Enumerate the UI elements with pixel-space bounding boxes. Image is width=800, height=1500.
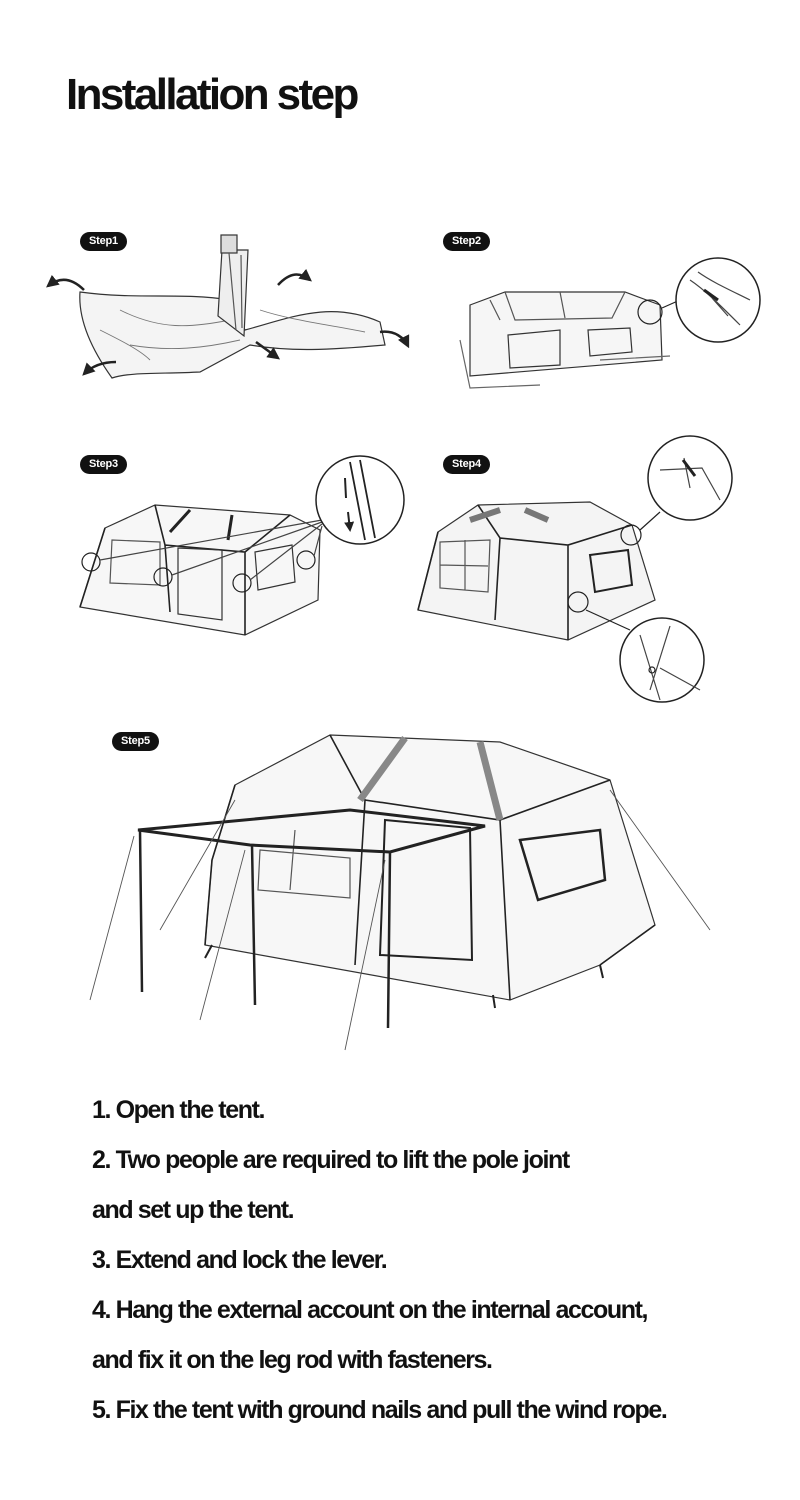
step4-badge: Step4 [443,455,490,474]
instruction-line: 2. Two people are required to lift the p… [92,1146,570,1174]
instruction-line: and fix it on the leg rod with fasteners… [92,1346,493,1374]
step3-illustration [79,455,405,636]
step3-badge: Step3 [80,455,127,474]
instruction-line: and set up the tent. [92,1196,295,1224]
instruction-line: 4. Hang the external account on the inte… [92,1296,648,1324]
instruction-list: 1. Open the tent. 2. Two people are requ… [92,1085,668,1435]
page-title: Installation step [66,70,359,119]
instruction-line: 1. Open the tent. [92,1096,265,1124]
step2-badge: Step2 [443,232,490,251]
step1-illustration [46,234,410,379]
step5-illustration [89,734,711,1051]
instruction-line: 5. Fix the tent with ground nails and pu… [92,1396,668,1424]
instruction-line: 3. Extend and lock the lever. [92,1246,388,1274]
installation-diagram [46,234,761,1051]
step5-badge: Step5 [112,732,159,751]
step1-badge: Step1 [80,232,127,251]
step4-illustration [417,435,733,703]
step2-illustration [459,257,761,389]
